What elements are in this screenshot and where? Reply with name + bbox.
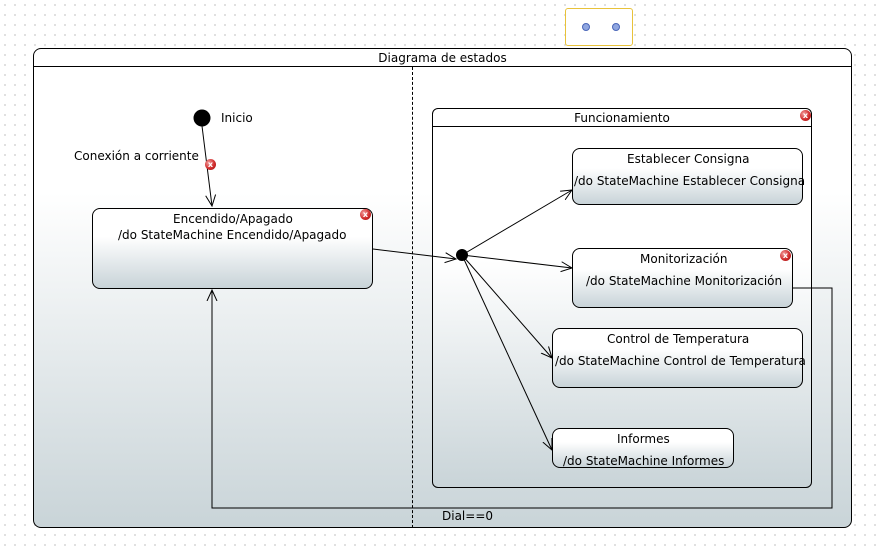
error-badge-icon[interactable]: x (800, 110, 811, 121)
state-establecer-consigna[interactable]: Establecer Consigna /do StateMachine Est… (572, 148, 805, 205)
floating-toolbar[interactable] (565, 8, 633, 46)
transition-dial-zero[interactable] (212, 287, 833, 509)
toolbar-handle-left-icon[interactable] (582, 23, 590, 31)
state-encendido-apagado[interactable]: Encendido/Apagado /do StateMachine Encen… (92, 208, 373, 289)
state-monitorizacion[interactable]: Monitorización /do StateMachine Monitori… (572, 248, 793, 308)
transition-to-funcionamiento[interactable] (372, 248, 456, 259)
state-informes[interactable]: Informes /do StateMachine Informes (552, 428, 734, 468)
state-control-temperatura[interactable]: Control de Temperatura /do StateMachine … (552, 328, 806, 388)
state-monitorizacion-title: Monitorización (640, 252, 728, 266)
error-badge-icon[interactable]: x (780, 250, 791, 261)
state-encendido-title: Encendido/Apagado (173, 212, 293, 226)
state-informes-title: Informes (617, 432, 670, 446)
state-encendido-action: /do StateMachine Encendido/Apagado (118, 228, 347, 242)
error-badge-icon[interactable]: x (360, 209, 371, 220)
initial-transition-label: Conexión a corriente (74, 149, 199, 163)
state-funcionamiento-title: Funcionamiento (433, 109, 811, 127)
transition-to-informes[interactable] (461, 254, 552, 450)
transition-to-monitorizacion[interactable] (461, 254, 572, 268)
state-control-title: Control de Temperatura (607, 332, 750, 346)
guard-label: Dial==0 (442, 509, 494, 523)
toolbar-handle-right-icon[interactable] (612, 23, 620, 31)
region-divider (412, 67, 413, 528)
error-badge-icon[interactable]: x (205, 159, 216, 170)
transition-to-control[interactable] (461, 254, 552, 358)
state-control-action: /do StateMachine Control de Temperatura (555, 354, 806, 368)
inner-initial-node-icon[interactable] (456, 249, 468, 261)
state-establecer-action: /do StateMachine Establecer Consigna (574, 174, 806, 188)
state-informes-action: /do StateMachine Informes (563, 454, 725, 468)
state-monitorizacion-action: /do StateMachine Monitorización (586, 274, 783, 288)
initial-label: Inicio (221, 111, 253, 125)
state-establecer-title: Establecer Consigna (627, 152, 750, 166)
diagram-title: Diagrama de estados (34, 49, 851, 67)
initial-node-icon[interactable] (193, 109, 211, 127)
transition-to-establecer[interactable] (461, 190, 572, 256)
